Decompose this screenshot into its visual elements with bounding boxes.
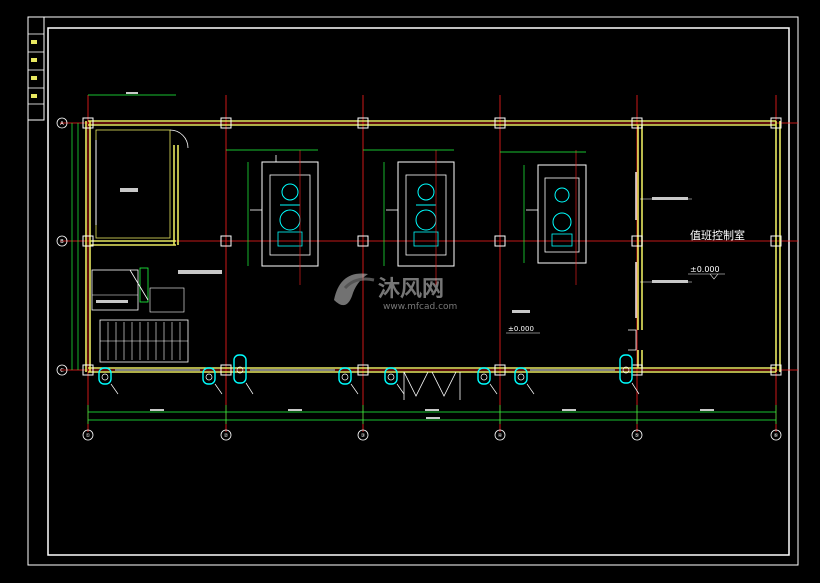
axis-label-row-b: B — [60, 239, 64, 245]
axis-label-col-6: ⑥ — [774, 433, 779, 439]
south-door — [403, 371, 461, 400]
dimension-lines-equipment — [71, 94, 586, 370]
axis-label-row-a: A — [60, 121, 64, 127]
elevation-label-right: ±0.000 — [690, 265, 720, 274]
axis-bubbles — [56, 117, 782, 441]
sheet-inner-border — [47, 27, 790, 556]
sheet-outer-border — [27, 16, 799, 566]
mf-logo-icon — [334, 273, 375, 306]
equipment-unit-2 — [386, 150, 455, 285]
mid-elevation: ±0.000 — [506, 310, 540, 334]
left-room — [95, 129, 189, 239]
axis-label-col-5: ⑤ — [635, 433, 639, 439]
structural-columns — [82, 117, 782, 376]
equipment-unit-3 — [526, 150, 587, 285]
note-tag — [178, 270, 222, 274]
elevation-label-mid: ±0.000 — [508, 325, 534, 333]
staircase — [91, 267, 222, 363]
axis-label-col-1: ① — [86, 433, 91, 439]
dimension-text-marks — [126, 92, 714, 419]
watermark-url: www.mfcad.com — [383, 302, 457, 312]
axis-label-col-4: ④ — [498, 433, 503, 439]
south-wall-fixtures-inner — [101, 366, 640, 395]
building-walls — [85, 120, 781, 373]
axis-grid-horizontal — [60, 122, 798, 371]
watermark: 沐风网 www.mfcad.com — [334, 273, 457, 312]
axis-label-row-c: C — [60, 368, 64, 374]
watermark-brand: 沐风网 — [378, 277, 444, 302]
south-wall-fixtures — [98, 354, 633, 385]
control-room-label: 值班控制室 — [690, 228, 745, 242]
dimension-lines-bottom — [87, 405, 777, 424]
room-tag — [120, 188, 138, 192]
equipment-unit-1 — [250, 150, 319, 285]
axis-label-col-3: ③ — [361, 433, 365, 439]
title-block-strip — [27, 16, 45, 121]
axis-bubble-labels: ① ② ③ ④ ⑤ ⑥ A B C — [60, 121, 779, 439]
control-room: 值班控制室 ±0.000 — [628, 172, 745, 351]
axis-label-col-2: ② — [224, 433, 229, 439]
axis-grid-vertical — [87, 95, 777, 432]
